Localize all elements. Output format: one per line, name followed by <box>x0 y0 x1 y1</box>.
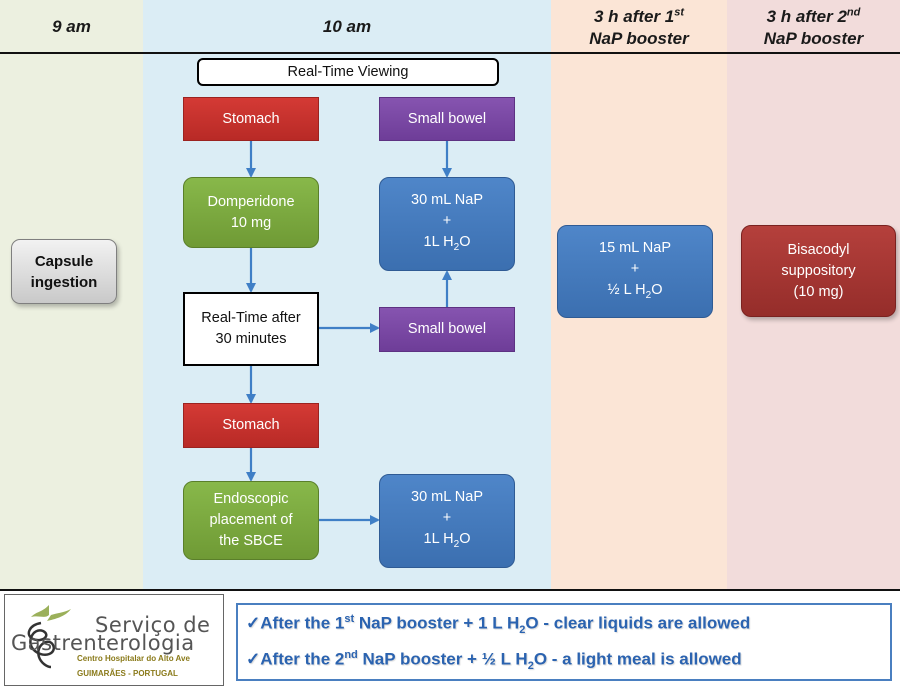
nap-box-bottom: 30 mL NaP+1L H2O <box>379 474 515 568</box>
note-2: ✓After the 2nd NaP booster + ½ L H2O - a… <box>246 649 742 673</box>
logo-line-4: GUIMARÃES - PORTUGAL <box>77 669 178 678</box>
real-time-viewing-box: Real-Time Viewing <box>197 58 499 86</box>
checkmark-icon: ✓ <box>246 649 261 669</box>
notes-box: ✓After the 1st NaP booster + 1 L H2O - c… <box>236 603 892 681</box>
flow-arrows <box>246 141 452 525</box>
caduceus-logo-icon <box>27 605 71 669</box>
logo-line-1: Serviço de <box>95 613 211 637</box>
logo-line-3: Centro Hospitalar do Alto Ave <box>77 654 190 663</box>
header-booster-2: 3 h after 2nd NaP booster <box>763 6 864 48</box>
small-bowel-box-top: Small bowel <box>379 97 515 141</box>
logo-line-2: Gastrenterologia <box>11 631 195 655</box>
hospital-logo: Serviço de Gastrenterologia Centro Hospi… <box>4 594 224 686</box>
checkmark-icon: ✓ <box>246 613 261 633</box>
header-divider <box>0 52 900 54</box>
nap-box-top: 30 mL NaP+1L H2O <box>379 177 515 271</box>
stomach-box-top: Stomach <box>183 97 319 141</box>
note-1: ✓After the 1st NaP booster + 1 L H2O - c… <box>246 613 751 637</box>
header-booster-1: 3 h after 1st NaP booster <box>589 6 689 48</box>
small-bowel-box-mid: Small bowel <box>379 307 515 352</box>
header-10am: 10 am <box>322 17 372 36</box>
booster-1-box: 15 mL NaP+½ L H2O <box>557 225 713 318</box>
footer-divider <box>0 589 900 591</box>
stomach-box-bottom: Stomach <box>183 403 319 448</box>
header-9am: 9 am <box>52 17 91 36</box>
